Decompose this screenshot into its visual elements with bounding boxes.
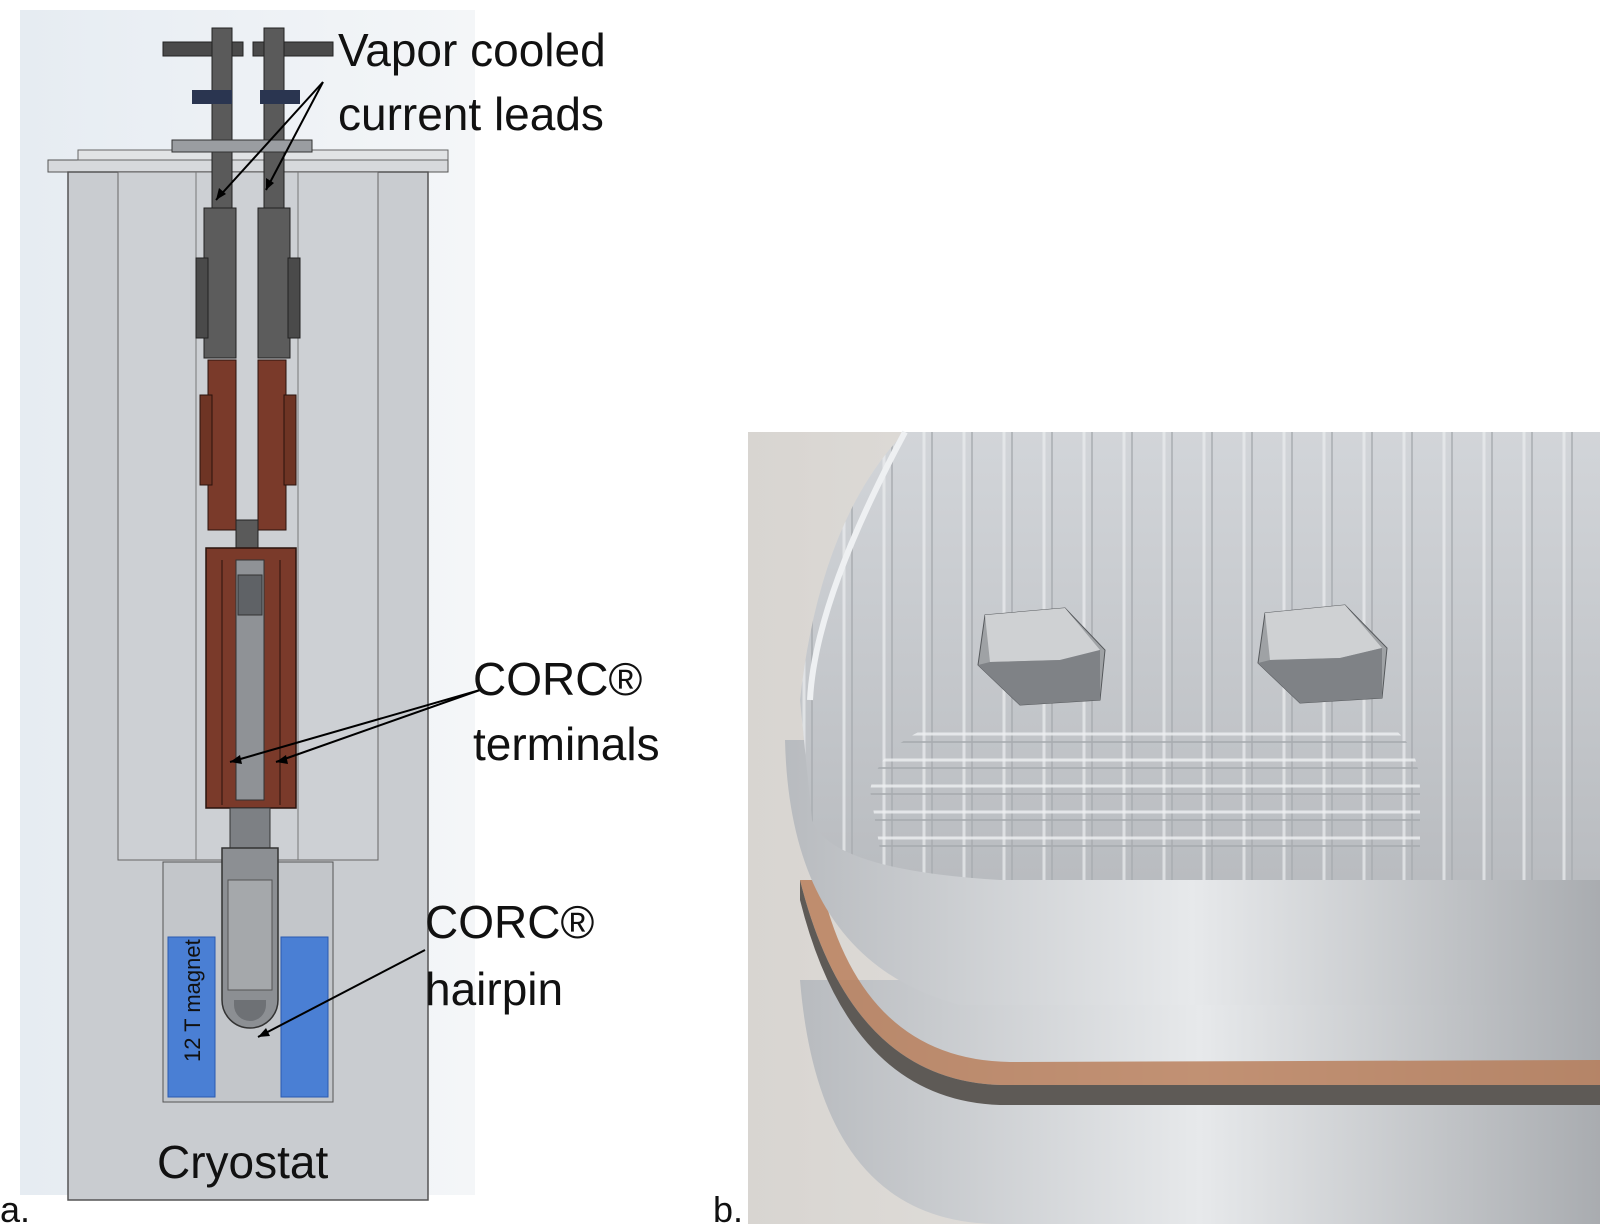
magnet-right bbox=[280, 936, 329, 1098]
label-corc-hairpin-line2: hairpin bbox=[425, 963, 563, 1015]
label-vapor-line1: Vapor cooled bbox=[338, 24, 606, 76]
label-corc-terminals-line2: terminals bbox=[473, 718, 660, 770]
coil-top-rim bbox=[785, 740, 1600, 1005]
hex-bolt-left bbox=[977, 607, 1106, 706]
copper-tape-gap bbox=[800, 880, 1600, 1085]
hex-bolt-right bbox=[1257, 604, 1388, 704]
corc-hairpin bbox=[221, 807, 279, 1029]
current-lead-right bbox=[252, 27, 334, 359]
leader-lines bbox=[215, 81, 481, 1038]
magnet-left bbox=[167, 936, 216, 1098]
label-cryostat: Cryostat bbox=[157, 1136, 328, 1188]
panel-a: 12 T magnet bbox=[0, 10, 660, 1224]
magnet-label: 12 T magnet bbox=[180, 939, 205, 1062]
panel-b-letter: b. bbox=[713, 1189, 743, 1224]
machined-pocket bbox=[870, 720, 1420, 850]
label-corc-hairpin-line1: CORC® bbox=[425, 896, 594, 948]
copper-upper bbox=[199, 359, 297, 551]
current-lead-left bbox=[162, 27, 244, 359]
label-corc-terminals-line1: CORC® bbox=[473, 653, 642, 705]
label-vapor-line2: current leads bbox=[338, 88, 604, 140]
panel-a-letter: a. bbox=[0, 1189, 30, 1224]
panel-b: b. bbox=[713, 430, 1600, 1224]
corc-terminals bbox=[205, 547, 297, 809]
